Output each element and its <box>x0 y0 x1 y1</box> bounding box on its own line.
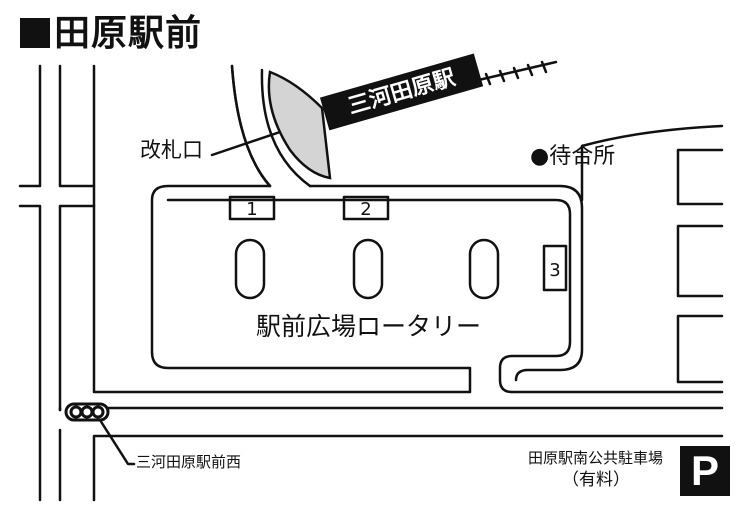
bus-stop-box-1 <box>228 195 276 221</box>
ticket-gate-leader <box>210 126 294 157</box>
rotary-label: 駅前広場ロータリー <box>256 312 482 341</box>
intersection-leader <box>98 418 136 466</box>
rotary-inner-edge <box>308 184 584 382</box>
map-title: 田原駅前 <box>20 14 202 54</box>
bus-bay-3 <box>468 238 500 300</box>
bus-stop-number-1: 1 <box>246 199 257 220</box>
station-curve-inner <box>260 68 312 188</box>
parking-sign-icon: P <box>680 446 730 496</box>
bus-stop-box-2 <box>342 195 390 221</box>
parking-fee-note: （有料） <box>562 470 630 490</box>
ticket-gate-label: 改札口 <box>140 138 203 162</box>
road-edge-east-upper <box>580 124 724 202</box>
road-edge-west-inner-upper <box>58 64 96 188</box>
waiting-area-label: ●待合所 <box>530 144 616 169</box>
bus-stop-number-2: 2 <box>360 199 371 220</box>
east-block-3 <box>676 314 724 384</box>
bus-bay-2 <box>352 238 384 300</box>
traffic-signal-icon <box>64 402 110 422</box>
rotary-outline <box>166 198 572 394</box>
station-name-banner: 三河田原駅 <box>319 53 484 131</box>
map-title-text: 田原駅前 <box>54 13 203 54</box>
road-edge-west-inner-lower <box>58 204 96 412</box>
rail-track <box>468 60 558 84</box>
station-platform <box>267 70 332 180</box>
intersection-label: 三河田原駅前西 <box>136 453 242 471</box>
road-edge-south-north <box>58 406 724 412</box>
east-block-2 <box>676 224 724 298</box>
station-name-text: 三河田原駅 <box>345 65 458 119</box>
bus-bay-1 <box>234 238 266 300</box>
station-curve-outer <box>230 64 272 188</box>
east-block-1 <box>676 148 724 206</box>
road-edge-south-south <box>92 434 724 502</box>
road-edge-west-outer-lower <box>18 204 42 502</box>
title-square-icon <box>20 18 50 48</box>
road-edge-west-outer-upper <box>18 64 42 188</box>
parking-name: 田原駅南公共駐車場 <box>528 449 664 467</box>
rail-track-ties <box>484 60 548 86</box>
bus-stop-number-3: 3 <box>549 260 560 281</box>
bus-stop-box-3 <box>542 244 568 292</box>
